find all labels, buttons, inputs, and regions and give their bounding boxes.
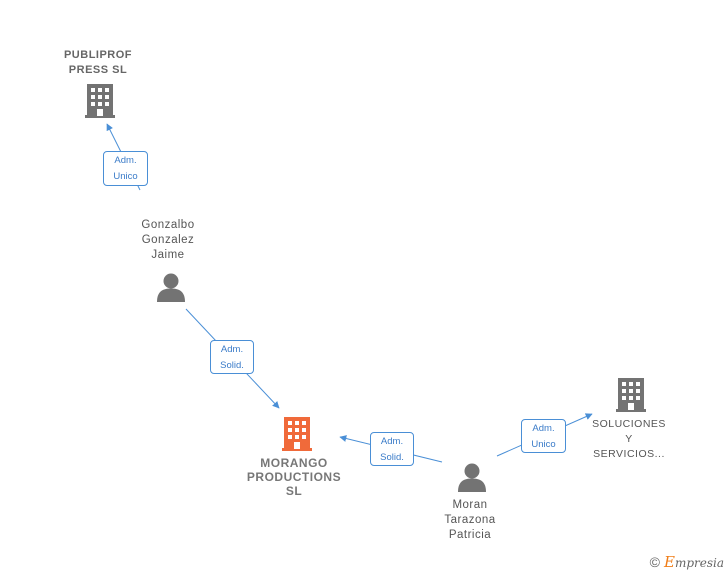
building-icon[interactable] — [616, 378, 646, 412]
relation-role: Adm. — [114, 155, 137, 166]
node-label-morango[interactable]: MORANGO PRODUCTIONS SL — [234, 456, 354, 498]
node-label-line: Y — [625, 433, 633, 445]
relation-type: Unico — [531, 439, 556, 450]
node-label-moran[interactable]: Moran Tarazona Patricia — [420, 498, 520, 543]
node-label-gonzalbo[interactable]: Gonzalbo Gonzalez Jaime — [118, 218, 218, 263]
person-icon[interactable] — [458, 463, 486, 493]
node-label-line: SERVICIOS... — [593, 448, 665, 460]
node-label-line: MORANGO — [260, 456, 328, 470]
node-label-publiprof[interactable]: PUBLIPROF PRESS SL — [48, 48, 148, 78]
relation-badge-gonzalbo-morango[interactable]: Adm. Solid. — [210, 340, 254, 374]
building-icon[interactable] — [85, 84, 115, 118]
empresia-logo: Empresia — [664, 553, 724, 571]
relation-badge-gonzalbo-publiprof[interactable]: Adm. Unico — [103, 151, 148, 186]
node-label-soluciones[interactable]: SOLUCIONES Y SERVICIOS... — [583, 417, 675, 462]
node-label-line: Moran — [452, 499, 488, 511]
person-icon[interactable] — [157, 273, 185, 303]
empresia-credit[interactable]: © Empresia — [650, 553, 724, 571]
node-label-line: Patricia — [448, 529, 492, 541]
brand-name: mpresia — [674, 556, 724, 570]
node-label-line: PRODUCTIONS — [246, 470, 342, 484]
node-label-line: SOLUCIONES — [592, 418, 666, 430]
relation-type: Unico — [113, 171, 138, 182]
building-icon[interactable] — [282, 417, 312, 451]
brand-initial: E — [663, 553, 675, 571]
relation-role: Adm. — [380, 436, 404, 447]
relation-role: Adm. — [532, 423, 555, 434]
relation-role: Adm. — [220, 344, 244, 355]
node-label-line: PRESS SL — [68, 64, 128, 76]
node-label-line: SL — [285, 484, 303, 498]
node-label-line: Gonzalbo — [141, 219, 195, 231]
copyright-symbol: © — [649, 554, 660, 570]
relation-badge-moran-morango[interactable]: Adm. Solid. — [370, 432, 414, 466]
relation-badge-moran-soluciones[interactable]: Adm. Unico — [521, 419, 566, 453]
relation-type: Solid. — [220, 360, 244, 371]
node-label-line: Jaime — [151, 249, 185, 261]
node-label-line: PUBLIPROF — [63, 49, 133, 61]
node-label-line: Tarazona — [444, 514, 496, 526]
relation-type: Solid. — [380, 452, 404, 463]
node-label-line: Gonzalez — [141, 234, 195, 246]
